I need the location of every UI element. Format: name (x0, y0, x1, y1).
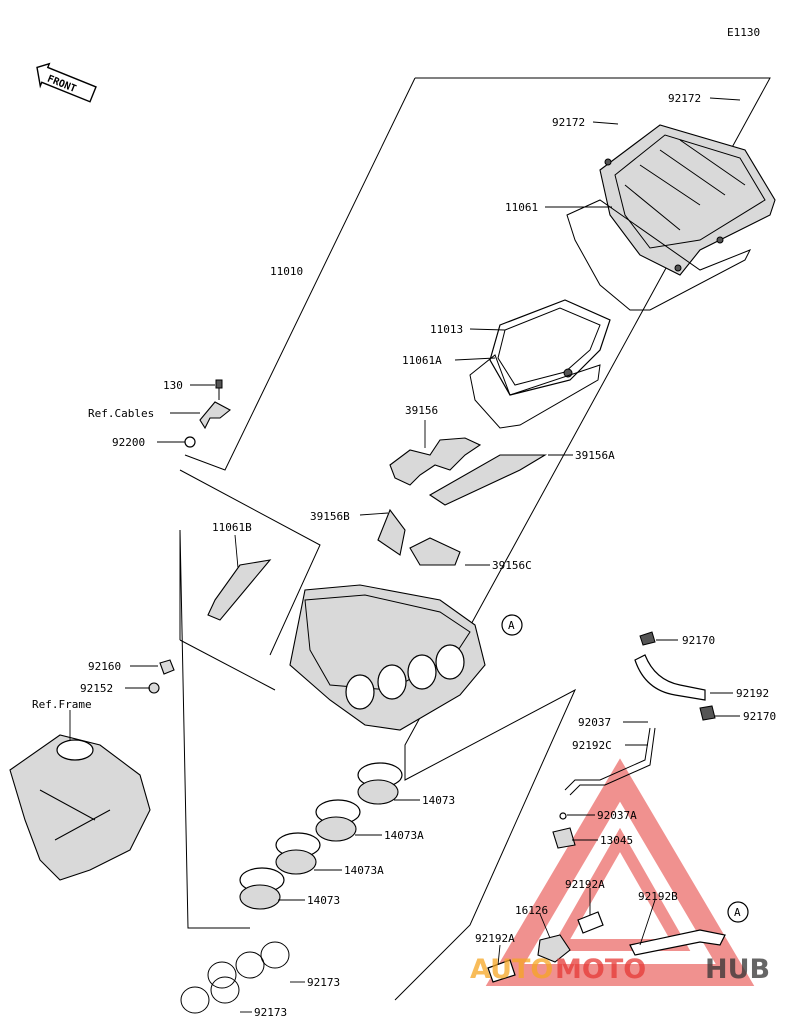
label-14073a-a: 14073A (384, 829, 424, 842)
cap-13045-part (552, 827, 576, 849)
clamp-92170-bottom-icon (699, 705, 716, 721)
hose-92192-part (634, 654, 706, 701)
leader-lines (69, 97, 741, 1013)
label-92192a-b: 92192A (475, 932, 515, 945)
grommet-92160-icon (159, 659, 175, 675)
washer-92200-icon (184, 436, 196, 448)
label-92160: 92160 (88, 660, 121, 673)
label-ref-cables: Ref.Cables (88, 407, 154, 420)
label-11010: 11010 (270, 265, 303, 278)
front-arrow-icon: FRONT (36, 62, 97, 103)
frame-reference-part (9, 734, 151, 881)
label-14073-b: 14073 (307, 894, 340, 907)
intake-duct-14073a-lower-part (275, 832, 321, 875)
seal-39156-part (389, 437, 482, 486)
label-92152: 92152 (80, 682, 113, 695)
label-39156c: 39156C (492, 559, 532, 572)
label-39156a: 39156A (575, 449, 615, 462)
clamps-92173-upper-part (207, 941, 290, 989)
gasket-11061a-part (469, 354, 601, 429)
gasket-11061b-part (207, 559, 272, 621)
label-92170-b: 92170 (743, 710, 776, 723)
pipe-92192c-part (564, 727, 656, 796)
seal-39156b-part (377, 508, 406, 556)
label-11061a: 11061A (402, 354, 442, 367)
label-13045: 13045 (600, 834, 633, 847)
svg-text:A: A (734, 906, 741, 919)
watermark-text: AUTO MOTO HUB (470, 954, 770, 985)
hose-92192a-lower-part (487, 959, 516, 983)
lower-housing-part (289, 584, 486, 731)
label-39156: 39156 (405, 404, 438, 417)
collar-92152-icon (148, 682, 160, 694)
intake-duct-14073-lower-part (239, 867, 285, 910)
label-39156b: 39156B (310, 510, 350, 523)
label-11061: 11061 (505, 201, 538, 214)
bolt-130-icon (215, 379, 223, 400)
label-92172-b: 92172 (552, 116, 585, 129)
label-16126: 16126 (515, 904, 548, 917)
svg-text:A: A (508, 619, 515, 632)
hose-92192b-part (629, 929, 726, 956)
label-92192c: 92192C (572, 739, 612, 752)
clamp-92170-top-icon (639, 631, 656, 646)
intake-duct-14073a-upper-part (315, 799, 361, 842)
cable-bracket-icon (199, 401, 231, 430)
intake-duct-14073-upper-part (357, 762, 403, 805)
label-14073-a: 14073 (422, 794, 455, 807)
label-92192a-a: 92192A (565, 878, 605, 891)
label-92192b: 92192B (638, 890, 678, 903)
callout-a-lower: A (727, 901, 749, 923)
watermark-hub: HUB (705, 954, 770, 985)
seal-39156c-part (409, 537, 461, 566)
label-130: 130 (163, 379, 183, 392)
clamps-92173-lower-part (180, 976, 240, 1014)
label-92200: 92200 (112, 436, 145, 449)
label-92037: 92037 (578, 716, 611, 729)
diagram-code: E1130 (727, 26, 760, 39)
watermark-moto: MOTO (555, 954, 646, 985)
label-92173-a: 92173 (307, 976, 340, 989)
label-ref-frame: Ref.Frame (32, 698, 92, 711)
seal-39156a-part (428, 454, 547, 506)
watermark-auto: AUTO (470, 954, 553, 985)
label-11013: 11013 (430, 323, 463, 336)
label-11061b: 11061B (212, 521, 252, 534)
hose-92192a-upper-part (577, 911, 604, 934)
gasket-11061-part (566, 199, 752, 311)
label-92173-b: 92173 (254, 1006, 287, 1019)
filter-element-part (489, 299, 611, 396)
clip-92037a-icon (559, 812, 567, 820)
fitting-16126-part (537, 934, 571, 963)
assembly-outline-11010 (179, 77, 771, 1001)
label-92037a: 92037A (597, 809, 637, 822)
label-92170-a: 92170 (682, 634, 715, 647)
callout-a-upper: A (501, 614, 523, 636)
label-92172-a: 92172 (668, 92, 701, 105)
label-92192: 92192 (736, 687, 769, 700)
label-14073a-b: 14073A (344, 864, 384, 877)
